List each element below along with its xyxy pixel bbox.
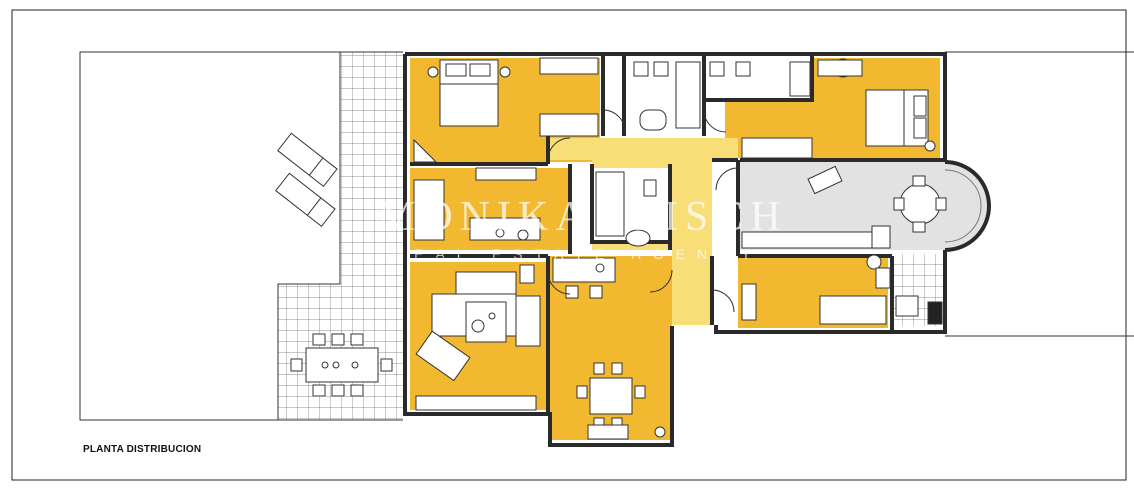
- kitchen-round-table: [899, 183, 941, 225]
- watermark-title: MONIKA IRISCH: [378, 194, 788, 240]
- sun-loungers: [275, 132, 338, 228]
- door-swings: [547, 109, 739, 313]
- bed-bedroom-1: [427, 59, 511, 127]
- furniture: [413, 57, 947, 440]
- terrace-dining-table: [290, 333, 393, 397]
- plan-caption: PLANTA DISTRIBUCION: [83, 444, 202, 455]
- bed-bedroom-4: [819, 295, 887, 325]
- armchair-living: [515, 295, 541, 347]
- bed-bedroom-2: [413, 179, 445, 241]
- bathtub-1: [675, 61, 701, 129]
- wardrobe-bedroom-1: [539, 113, 599, 137]
- dining-table: [589, 377, 633, 415]
- kitchen-fill: [738, 162, 989, 250]
- sheet-border: [11, 9, 1127, 481]
- kitchen-island: [552, 257, 616, 283]
- plot-outline: [79, 51, 1134, 421]
- watermark-subtitle: REAL ESTATE AGENCY: [392, 246, 763, 262]
- bathtub-2: [595, 171, 625, 237]
- kitchen-bay-wall: [944, 160, 991, 252]
